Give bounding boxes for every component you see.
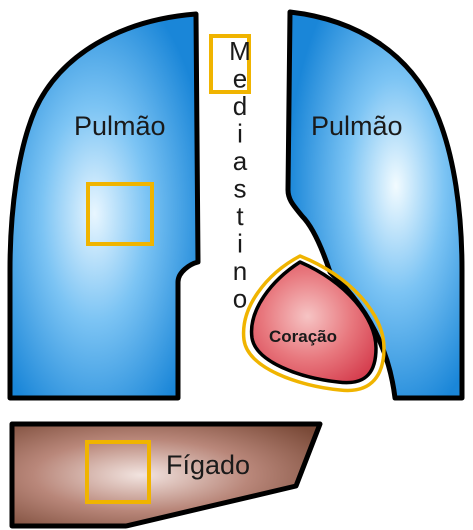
mediastinum-letter: n xyxy=(233,256,247,286)
liver-highlight-box xyxy=(85,440,151,504)
mediastinum-letter: e xyxy=(233,64,247,94)
heart-label: Coração xyxy=(269,327,337,346)
left-lung-label: Pulmão xyxy=(74,111,166,141)
mediastinum-letter: i xyxy=(237,119,243,149)
heart-shape xyxy=(249,260,378,385)
mediastinum-letter: o xyxy=(233,284,247,314)
mediastinum-letter: M xyxy=(229,36,251,66)
right-lung-shape xyxy=(285,9,465,401)
left-lung-shape xyxy=(7,11,201,401)
mediastinum-letter: i xyxy=(237,229,243,259)
left-lung-highlight-box xyxy=(86,182,154,246)
mediastinum-letter: d xyxy=(233,91,247,121)
heart-highlight-outline xyxy=(241,254,386,393)
liver-label: Fígado xyxy=(166,450,250,480)
mediastinum-letter: t xyxy=(236,201,244,231)
mediastinum-highlight-box xyxy=(209,34,251,94)
right-lung-label: Pulmão xyxy=(311,111,403,141)
mediastinum-letter: a xyxy=(233,146,248,176)
mediastinum-letter: s xyxy=(234,174,247,204)
